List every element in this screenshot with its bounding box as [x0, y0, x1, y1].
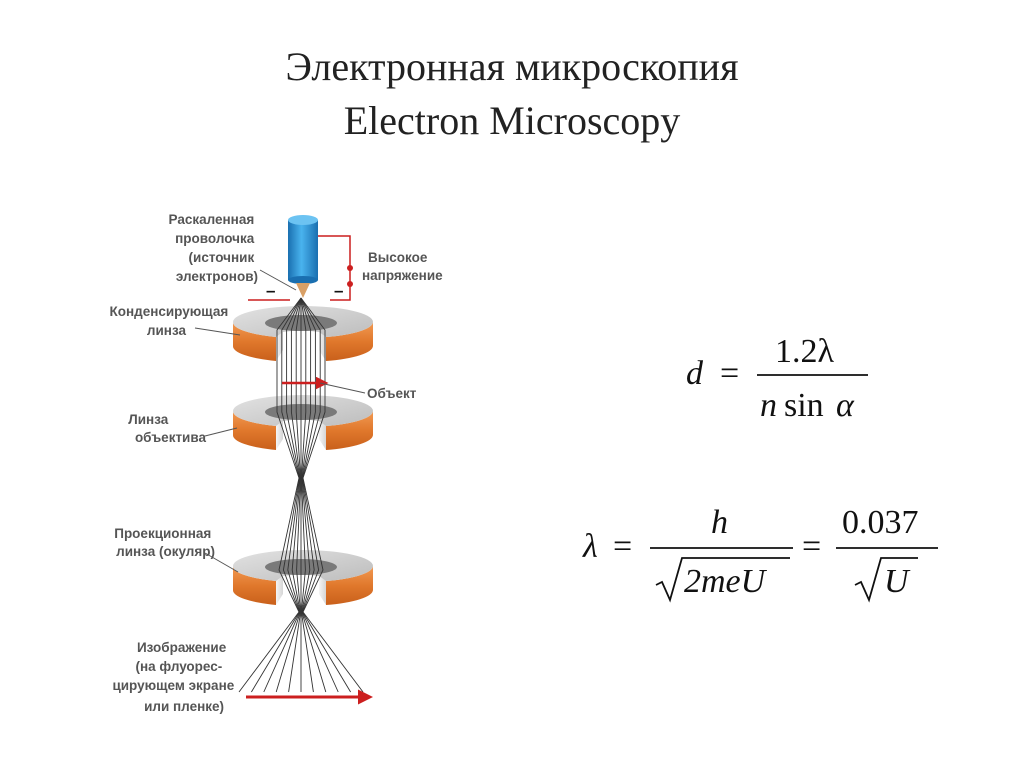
condenser-lens-label: Конденсирующая линза: [110, 304, 233, 338]
formula2-sqrt-sign-1: [655, 557, 790, 603]
wavelength-formula: λ = h 2meU = 0.037 U: [582, 504, 938, 603]
slide-title: Электронная микроскопия Electron Microsc…: [0, 40, 1024, 148]
image-label: Изображение (на флуорес- цирующем экране…: [112, 640, 238, 714]
title-russian: Электронная микроскопия: [285, 44, 739, 89]
formula2-sqrt-sign-2: [854, 557, 918, 603]
condenser-lens: [232, 306, 373, 361]
formula2-equals-2: =: [802, 528, 821, 565]
projection-lens-label: Проекционная линза (окуляр): [114, 526, 215, 559]
minus-sign-right: –: [334, 281, 343, 300]
filament-label: Раскаленная проволочка (источник электро…: [169, 212, 258, 284]
formula2-numerator-2: 0.037: [842, 504, 919, 541]
formula2-denominator-1: 2meU: [684, 563, 768, 600]
electron-beam: [238, 297, 364, 693]
formula1-denominator-alpha: α: [836, 387, 855, 424]
formula1-denominator-sin: sin: [784, 387, 824, 424]
formula2-denominator-2: U: [884, 563, 911, 600]
formula1-numerator: 1.2λ: [775, 333, 835, 370]
formula1-lhs: d: [686, 355, 704, 392]
projection-lens: [232, 550, 373, 605]
formula1-denominator-n: n: [760, 387, 777, 424]
title-english: Electron Microscopy: [343, 98, 681, 143]
formula2-numerator-1: h: [711, 504, 728, 541]
cathode: [288, 215, 318, 298]
high-voltage-circuit: [248, 235, 353, 301]
objective-lens-label: Линза объектива: [128, 412, 206, 445]
objective-lens: [232, 395, 373, 450]
leader-lines: [194, 269, 366, 573]
formula1-equals: =: [720, 355, 739, 392]
high-voltage-label: Высокое напряжение: [362, 250, 443, 283]
object-label: Объект: [367, 386, 417, 401]
formula2-lhs: λ: [582, 528, 598, 565]
electron-ray: [300, 297, 364, 693]
formula2-equals-1: =: [613, 528, 632, 565]
minus-sign-left: –: [266, 281, 275, 300]
resolution-formula: d = 1.2λ n sin α: [686, 333, 868, 424]
